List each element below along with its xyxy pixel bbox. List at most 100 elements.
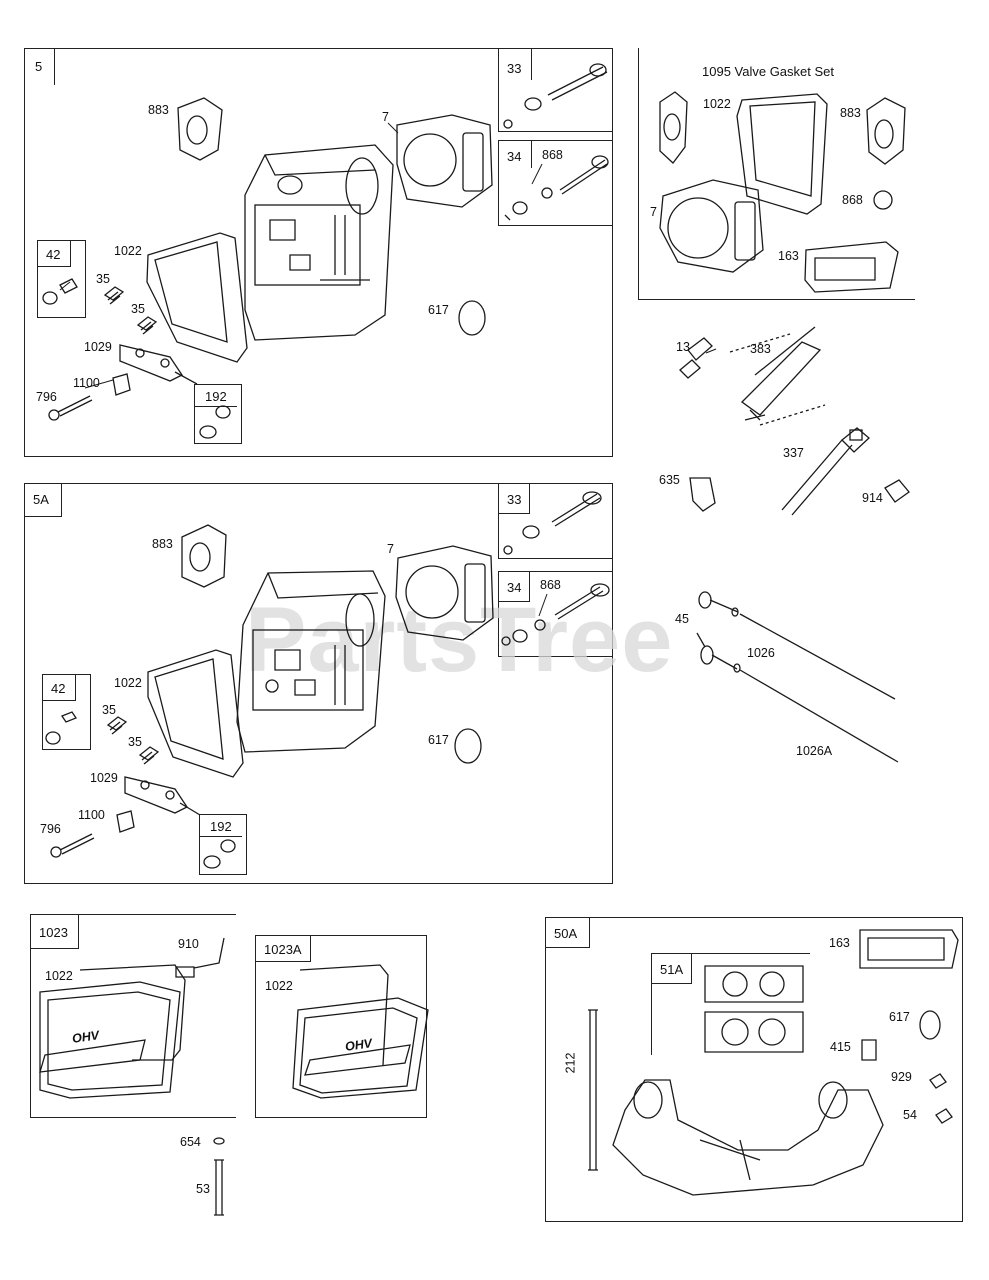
springs-35-mid (106, 716, 160, 765)
label-415: 415 (830, 1040, 851, 1054)
label-35-top-b: 35 (131, 302, 145, 316)
label-337: 337 (783, 446, 804, 460)
exhaust-bracket-212 (588, 1009, 598, 1171)
panel-192-mid: 192 (199, 814, 247, 875)
springs-35-top (103, 286, 158, 335)
label-163-exhaust: 163 (829, 936, 850, 950)
exhaust-small-parts (861, 1010, 953, 1124)
panel-1023a-tag: 1023A (256, 936, 311, 962)
label-7-set: 7 (650, 205, 657, 219)
label-1100-top: 1100 (73, 376, 100, 390)
leader-lines (59, 122, 717, 617)
panel-50a-tag: 50A (546, 918, 591, 948)
ignition-parts (679, 326, 910, 516)
label-883-top: 883 (148, 103, 169, 117)
rocker-arm-1029-top (119, 344, 198, 385)
label-654: 654 (180, 1135, 201, 1149)
label-617-mid: 617 (428, 733, 449, 747)
exhaust-manifold (612, 1079, 884, 1196)
label-1100-mid: 1100 (78, 808, 105, 822)
head-gasket-7-mid (395, 545, 494, 641)
panel-33-top: 33 (498, 48, 613, 132)
panel-34-mid: 34 (498, 571, 613, 657)
panel-1023: 1023 (30, 914, 236, 1118)
label-1022-cover-a: 1022 (265, 979, 293, 993)
label-1022-cover: 1022 (45, 969, 73, 983)
panel-42-top: 42 (37, 240, 86, 318)
panel-192-top-tag: 192 (195, 385, 237, 407)
rocker-cover-1023 (39, 937, 225, 1099)
panel-34-mid-tag: 34 (499, 572, 531, 602)
panel-1023-tag: 1023 (31, 915, 79, 949)
panel-1023a: 1023A (255, 935, 427, 1118)
panel-50a: 50A (545, 917, 963, 1222)
o-ring-617-mid (454, 728, 482, 764)
cylinder-head-mid (236, 570, 386, 753)
exhaust-51a-gaskets (704, 965, 804, 1053)
label-617-exhaust: 617 (889, 1010, 910, 1024)
valve-33-top (503, 63, 608, 129)
label-883-set: 883 (840, 106, 861, 120)
label-868-set: 868 (842, 193, 863, 207)
rocker-cover-gasket-1022-mid (147, 649, 244, 778)
head-gasket-7-top (396, 114, 493, 208)
label-212: 212 (563, 1052, 578, 1074)
nut-42-top (42, 278, 78, 305)
label-914: 914 (862, 491, 883, 505)
label-1022-set: 1022 (703, 97, 731, 111)
panel-51a: 51A (651, 953, 810, 1055)
valve-34-mid (501, 583, 610, 646)
label-35-mid-a: 35 (102, 703, 116, 717)
label-1022-top: 1022 (114, 244, 142, 258)
guide-plate-1100-mid (116, 810, 135, 833)
panel-42-mid: 42 (42, 674, 91, 750)
label-910: 910 (178, 937, 199, 951)
panel-34-top: 34 (498, 140, 613, 226)
gasket-883-top (177, 97, 223, 161)
rocker-cover-1023a (292, 964, 429, 1099)
label-1022-mid: 1022 (114, 676, 142, 690)
label-35-top-a: 35 (96, 272, 110, 286)
label-7-mid: 7 (387, 542, 394, 556)
label-868-top: 868 (542, 148, 563, 162)
panel-42-mid-tag: 42 (43, 675, 77, 701)
label-796-top: 796 (36, 390, 57, 404)
label-45: 45 (675, 612, 689, 626)
bolt-796-mid (50, 833, 95, 858)
label-929: 929 (891, 1070, 912, 1084)
panel-192-top: 192 (194, 384, 242, 444)
guide-plate-1100-top (112, 373, 131, 396)
label-13: 13 (676, 340, 690, 354)
gasket-set-drawings (659, 91, 906, 293)
rocker-cover-gasket-1022-top (146, 232, 248, 363)
label-868-mid: 868 (540, 578, 561, 592)
nut-42-mid (45, 711, 77, 745)
rocker-arm-1029-mid (124, 776, 201, 816)
label-635: 635 (659, 473, 680, 487)
panel-42-top-tag: 42 (38, 241, 72, 267)
label-1026: 1026 (747, 646, 775, 660)
label-1029-top: 1029 (84, 340, 112, 354)
panel-5-tag: 5 (25, 49, 56, 85)
label-54: 54 (903, 1108, 917, 1122)
panel-34-top-tag: 34 (499, 141, 533, 168)
label-1026a: 1026A (796, 744, 833, 758)
push-rods (696, 591, 899, 763)
gasket-set-title: 1095 Valve Gasket Set (702, 64, 835, 79)
cylinder-head-top (244, 144, 394, 341)
exhaust-163-gasket (859, 929, 959, 969)
gasket-883-mid (181, 524, 227, 588)
breather-tube-53 (213, 1137, 225, 1216)
label-53: 53 (196, 1182, 210, 1196)
pin-192-top (199, 405, 231, 439)
label-7-top: 7 (382, 110, 389, 124)
label-617-top: 617 (428, 303, 449, 317)
label-35-mid-b: 35 (128, 735, 142, 749)
valve-33-mid (503, 491, 602, 555)
panel-33-mid-tag: 33 (499, 484, 531, 514)
pin-192-mid (203, 839, 236, 869)
label-163-set: 163 (778, 249, 799, 263)
label-796-mid: 796 (40, 822, 61, 836)
panel-gasket-set (638, 48, 915, 300)
panel-5a-tag: 5A (25, 484, 62, 517)
